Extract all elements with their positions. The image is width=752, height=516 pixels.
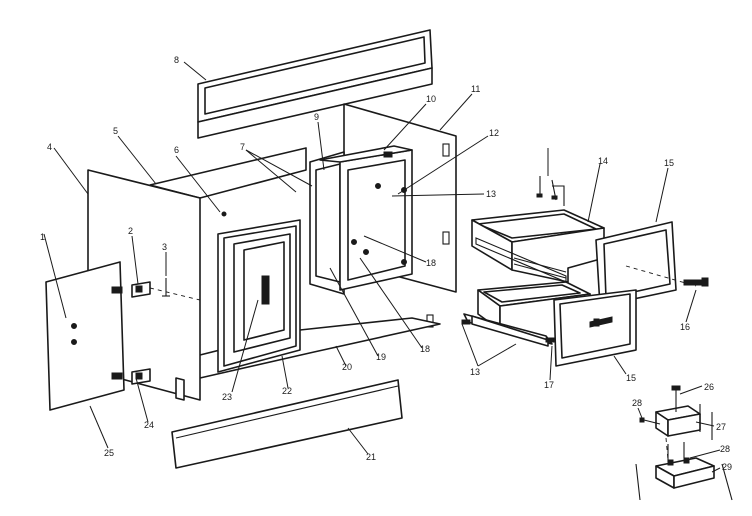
callout-22: 22 (282, 386, 292, 396)
callout-24: 24 (144, 420, 154, 430)
callout-19: 19 (376, 352, 386, 362)
callout-28-right: 28 (720, 444, 730, 454)
leader-lines (43, 61, 721, 473)
callout-28-left: 28 (632, 398, 642, 408)
callout-7: 7 (240, 142, 245, 152)
upper-drawer-box (471, 209, 605, 283)
callout-15-upper: 15 (664, 158, 674, 168)
lower-drawer-front (553, 289, 637, 367)
callout-13-lower: 13 (470, 367, 480, 377)
callout-11: 11 (471, 84, 480, 94)
callout-18-lower: 18 (420, 344, 430, 354)
callout-12: 12 (489, 128, 499, 138)
callout-3: 3 (162, 242, 167, 252)
callout-2: 2 (128, 226, 133, 236)
callout-9: 9 (314, 112, 319, 122)
callout-21: 21 (366, 452, 376, 462)
callout-14: 14 (598, 156, 608, 166)
callout-1: 1 (40, 232, 45, 242)
hinge-hardware (131, 278, 201, 385)
callout-29: 29 (722, 462, 732, 472)
cabinet-rear-top (149, 147, 307, 199)
callout-16: 16 (680, 322, 690, 332)
leveler-detail (635, 385, 733, 501)
callout-26: 26 (704, 382, 714, 392)
callout-15-lower: 15 (626, 373, 636, 383)
toe-kick-board (171, 379, 403, 469)
center-partition (309, 151, 345, 295)
center-frame (319, 145, 413, 291)
center-door (217, 219, 301, 373)
callout-4: 4 (47, 142, 52, 152)
callout-10: 10 (426, 94, 436, 104)
callout-13-upper: 13 (486, 189, 496, 199)
callout-23: 23 (222, 392, 232, 402)
callout-27: 27 (716, 422, 726, 432)
callout-6: 6 (174, 145, 179, 155)
callout-20: 20 (342, 362, 352, 372)
backsplash-board (197, 29, 433, 139)
callout-25: 25 (104, 448, 114, 458)
callout-8: 8 (174, 55, 179, 65)
upper-drawer-front (595, 221, 709, 307)
callout-labels: 1 2 3 4 5 6 7 8 9 10 11 12 13 13 14 15 1… (40, 55, 732, 472)
drawer-guide-screws (536, 176, 565, 206)
callout-18-upper: 18 (426, 258, 436, 268)
left-door (45, 261, 125, 411)
callout-17: 17 (544, 380, 554, 390)
callout-5: 5 (113, 126, 118, 136)
